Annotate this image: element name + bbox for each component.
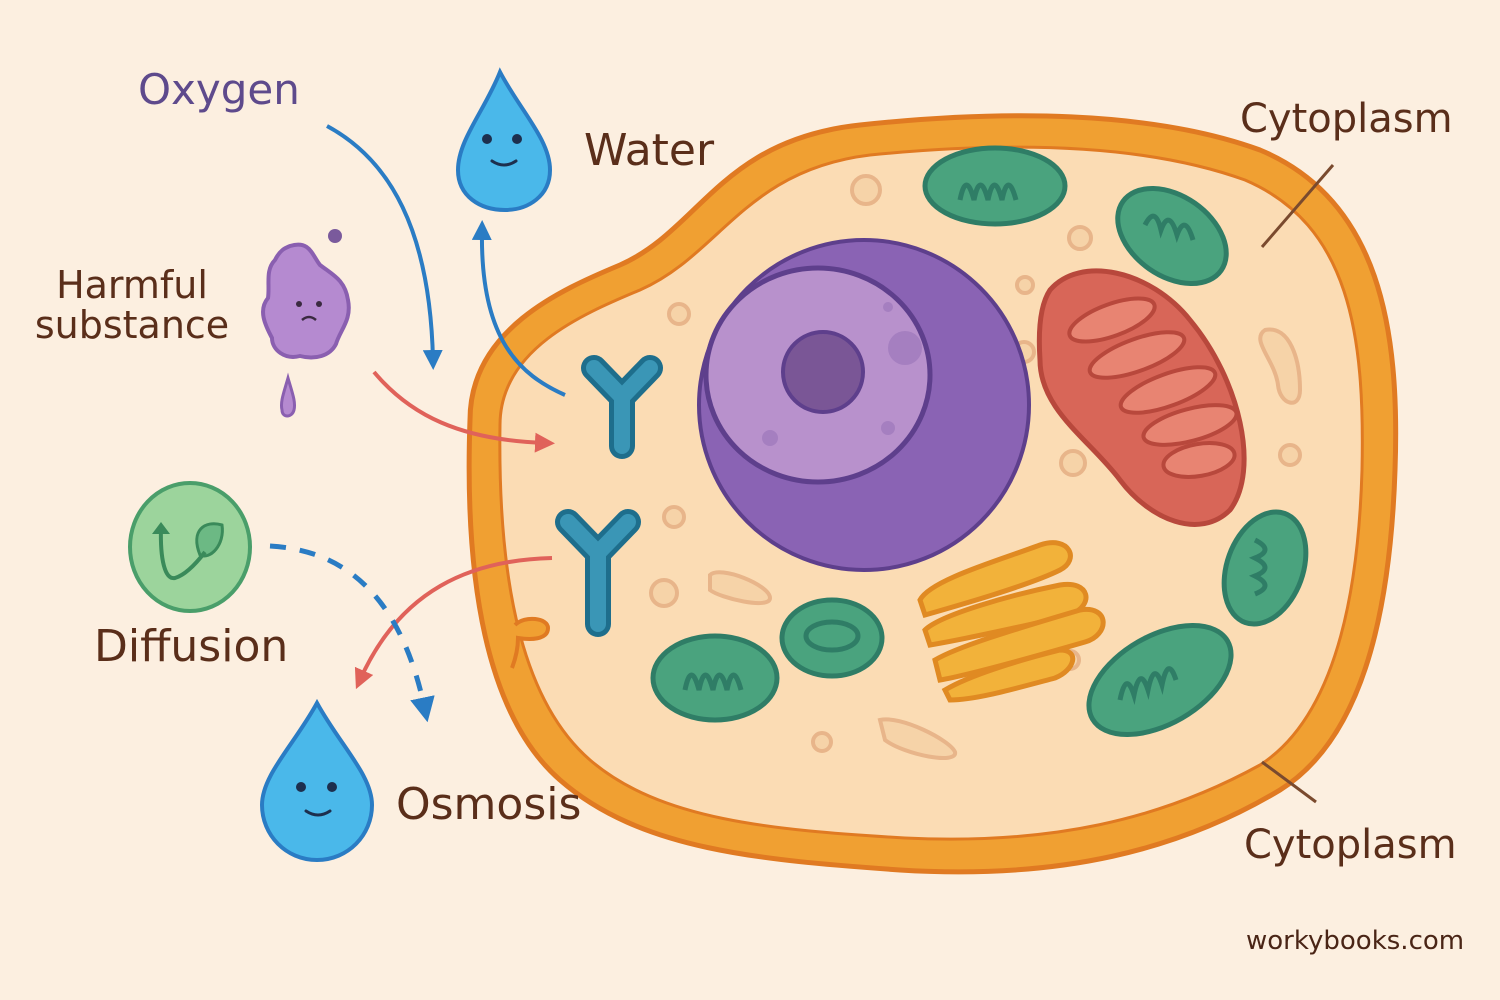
- harmful-arrow-icon: [372, 370, 555, 453]
- oxygen-arrow-icon: [326, 124, 443, 370]
- mitochondrion-red: [1036, 268, 1247, 527]
- label-diffusion: Diffusion: [94, 621, 289, 672]
- osmosis-arrow-icon: [354, 556, 553, 690]
- mitochondria-green: [650, 145, 1309, 738]
- diffusion-leaf-icon: [128, 481, 252, 613]
- nucleus: [697, 238, 1031, 572]
- cytoplasm-top-leader: [1260, 164, 1335, 248]
- diffusion-arrow-icon: [269, 543, 435, 723]
- label-harmful-line2: substance: [34, 302, 230, 347]
- vesicles: [649, 174, 1303, 760]
- mitochondrion: [1086, 622, 1234, 738]
- mitochondrion: [1221, 509, 1309, 627]
- water-drop-icon: [259, 698, 375, 863]
- golgi-apparatus: [917, 540, 1106, 703]
- harmful-substance-icon: [261, 229, 351, 418]
- label-water: Water: [584, 125, 715, 176]
- label-osmosis: Osmosis: [396, 779, 582, 830]
- mitochondrion: [1115, 185, 1229, 287]
- mitochondrion: [779, 597, 885, 679]
- label-harmful-substance: Harmful substance: [22, 263, 242, 347]
- watermark: workybooks.com: [1246, 926, 1465, 956]
- membrane-channel: [510, 616, 551, 669]
- water-drop-icon: [455, 67, 553, 213]
- mitochondrion: [922, 145, 1068, 227]
- label-cytoplasm-top: Cytoplasm: [1240, 96, 1453, 142]
- label-oxygen: Oxygen: [138, 65, 300, 114]
- cytoplasm-bottom-leader: [1261, 760, 1317, 804]
- label-harmful-line1: Harmful: [56, 263, 208, 307]
- mitochondrion: [650, 633, 780, 723]
- receptor-protein-icon: [555, 355, 663, 637]
- water-out-arrow-icon: [471, 220, 566, 397]
- label-cytoplasm-bottom: Cytoplasm: [1244, 822, 1457, 868]
